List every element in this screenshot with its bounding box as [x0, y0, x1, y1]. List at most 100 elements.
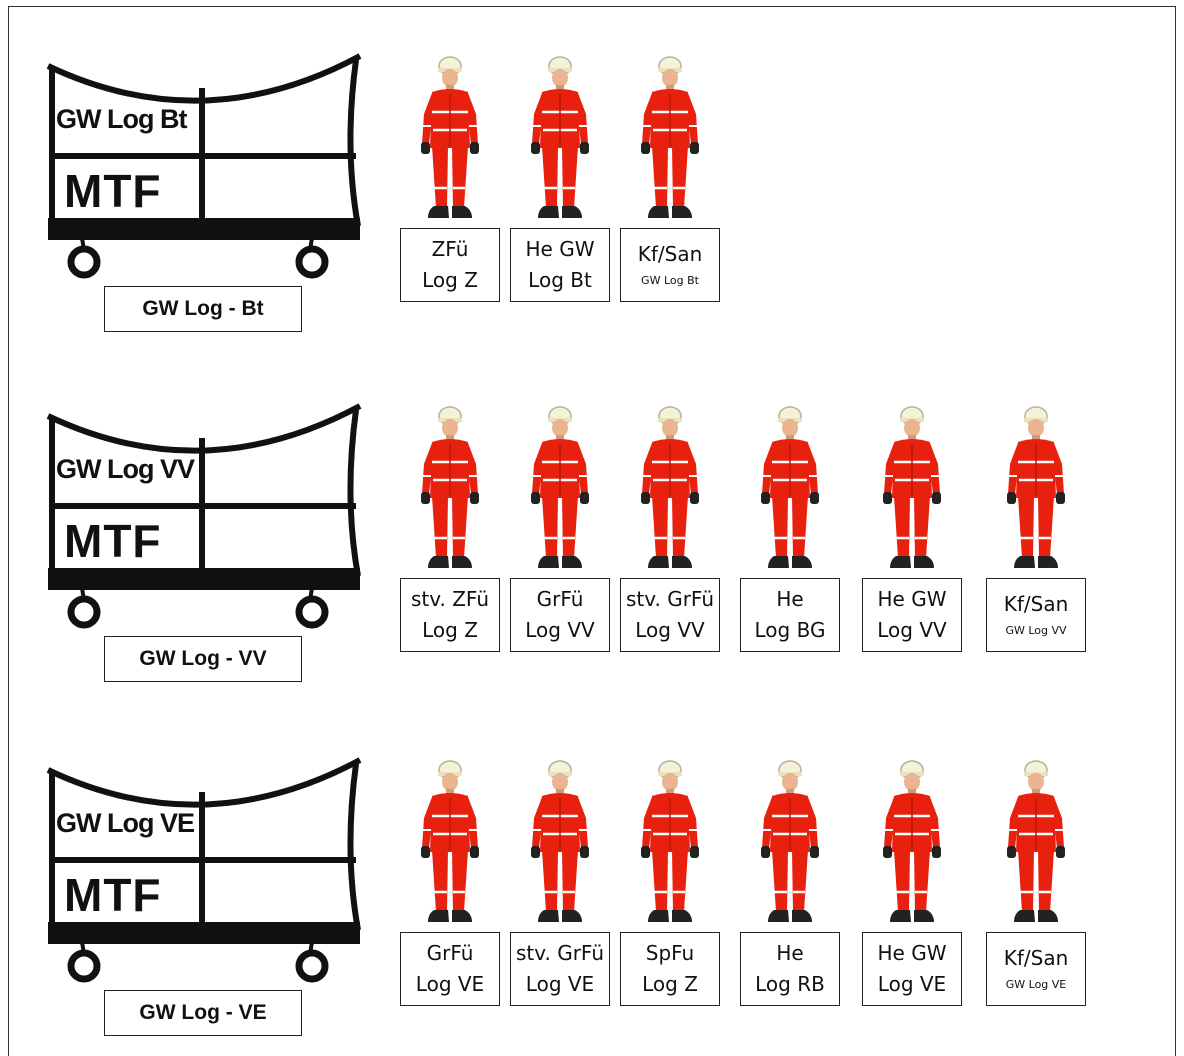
crew-role-line1: Kf/San — [1003, 591, 1069, 616]
firefighter-icon — [883, 406, 941, 568]
crew-role-line2: Log Bt — [528, 268, 592, 292]
wheel-icon — [67, 949, 101, 983]
crew-role-line2: Log Z — [422, 618, 478, 642]
wheel-icon — [67, 245, 101, 279]
crew-role-line1: GrFü — [536, 587, 584, 611]
firefighter-icon — [531, 760, 589, 922]
crew-role-line2: GW Log Bt — [641, 273, 699, 287]
firefighter-figure — [998, 406, 1074, 576]
crew-member: He GW Log VE — [862, 760, 962, 1010]
crew-role-line2: Log VE — [525, 972, 595, 996]
firefighter-figure — [522, 406, 598, 576]
crew-role-line1: Kf/San — [1003, 945, 1069, 970]
crew-member: He GW Log Bt — [510, 56, 610, 306]
crew-role-line1: He GW — [877, 587, 947, 611]
firefighter-figure — [632, 406, 708, 576]
crew-role-line1: He GW — [877, 941, 947, 965]
vehicle-label: GW Log - VE — [104, 990, 302, 1036]
firefighter-icon — [641, 406, 699, 568]
firefighter-icon — [421, 406, 479, 568]
firefighter-icon — [531, 406, 589, 568]
vehicle-top-text: GW Log Bt — [56, 104, 187, 134]
crew-role-line1: ZFü — [431, 237, 469, 261]
crew-role-line2: Log VV — [635, 618, 705, 642]
crew-role-line2: Log Z — [642, 972, 698, 996]
crew-role-line2: Log VE — [415, 972, 485, 996]
vehicle-trailer-icon — [46, 53, 362, 279]
crew-member: Kf/San GW Log VE — [986, 760, 1086, 1010]
vehicle-top-text: GW Log VV — [56, 454, 195, 484]
crew-role-line2: Log VV — [525, 618, 595, 642]
firefighter-icon — [531, 56, 589, 218]
firefighter-figure — [998, 760, 1074, 930]
wheel-icon — [295, 949, 329, 983]
crew-role-line2: Log BG — [754, 618, 826, 642]
firefighter-figure — [522, 760, 598, 930]
firefighter-icon — [1007, 406, 1065, 568]
crew-role-line2: Log Z — [422, 268, 478, 292]
vehicle-top-text: GW Log VE — [56, 808, 195, 838]
firefighter-icon — [1007, 760, 1065, 922]
firefighter-icon — [883, 760, 941, 922]
firefighter-icon — [641, 760, 699, 922]
crew-role-label: He GW Log VV — [862, 578, 962, 652]
firefighter-figure — [522, 56, 598, 226]
crew-member: Kf/San GW Log Bt — [620, 56, 720, 306]
crew-role-line1: GrFü — [426, 941, 474, 965]
crew-role-line1: He — [776, 587, 804, 611]
crew-role-label: He GW Log Bt — [510, 228, 610, 302]
crew-role-line1: stv. GrFü — [625, 587, 715, 611]
wheel-icon — [295, 595, 329, 629]
firefighter-icon — [421, 56, 479, 218]
crew-role-line2: Log RB — [755, 972, 825, 996]
crew-role-line1: stv. GrFü — [515, 941, 605, 965]
vehicle-trailer-icon — [46, 403, 362, 629]
vehicle-trailer-icon — [46, 757, 362, 983]
crew-role-label: He GW Log VE — [862, 932, 962, 1006]
wheel-icon — [67, 595, 101, 629]
crew-role-line2: GW Log VE — [1005, 977, 1067, 991]
firefighter-figure — [412, 56, 488, 226]
wheel-icon — [295, 245, 329, 279]
crew-role-line1: He GW — [525, 237, 595, 261]
vehicle-label: GW Log - VV — [104, 636, 302, 682]
firefighter-figure — [874, 760, 950, 930]
crew-role-line2: Log VV — [877, 618, 947, 642]
crew-role-line1: stv. ZFü — [410, 587, 490, 611]
firefighter-figure — [632, 56, 708, 226]
crew-role-line2: GW Log VV — [1005, 623, 1067, 637]
crew-role-line1: He — [776, 941, 804, 965]
crew-member: He GW Log VV — [862, 406, 962, 656]
firefighter-figure — [752, 760, 828, 930]
firefighter-icon — [641, 56, 699, 218]
firefighter-figure — [752, 406, 828, 576]
crew-role-line1: SpFu — [645, 941, 695, 965]
vehicle: GW Log Bt MTF — [44, 48, 364, 288]
vehicle-bottom-text: MTF — [64, 165, 162, 217]
firefighter-figure — [874, 406, 950, 576]
crew-role-line2: Log VE — [877, 972, 947, 996]
crew-role-line1: Kf/San — [637, 241, 703, 266]
crew-member: Kf/San GW Log VV — [986, 406, 1086, 656]
